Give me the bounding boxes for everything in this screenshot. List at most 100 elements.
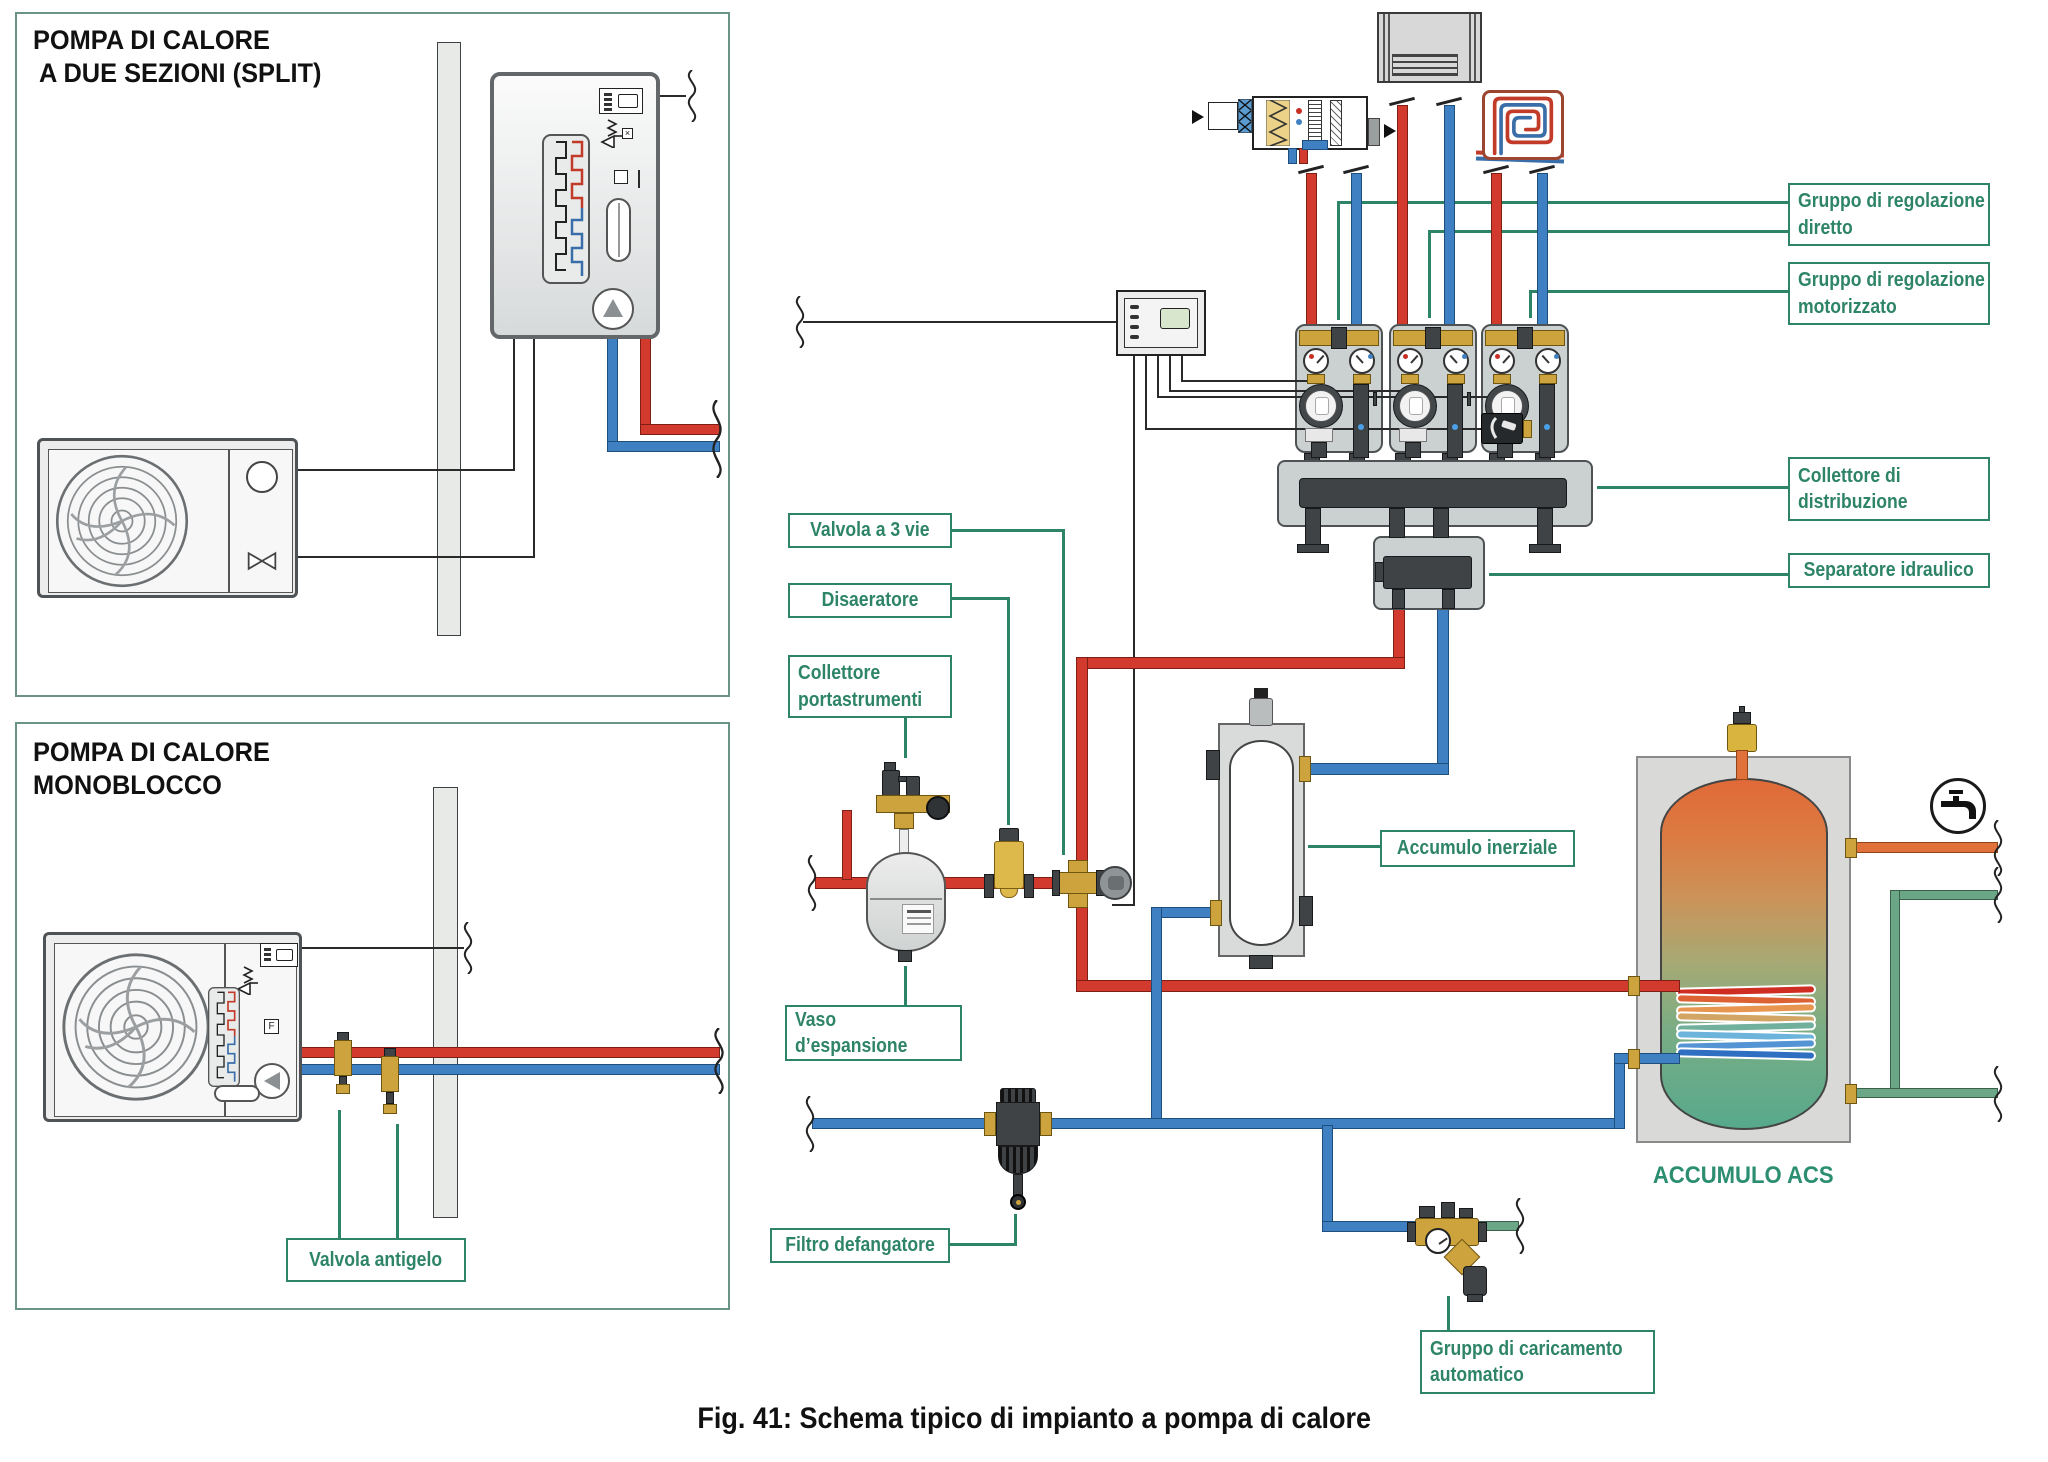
label-text: Collettore di: [1798, 464, 1901, 487]
thermometer-red-icon: [1489, 348, 1515, 374]
ahu-outlet: [1368, 118, 1380, 146]
actuator-fitting: [1523, 420, 1532, 438]
valve-body-h: [1058, 872, 1098, 894]
pipe-split-flow-v: [640, 336, 651, 435]
fancoil-stripe: [1474, 14, 1476, 81]
panel-dots: [604, 93, 612, 96]
tank-fitting: [1628, 976, 1640, 996]
label-text: Gruppo di regolazione: [1798, 190, 1985, 213]
pipe-coil-return-v: [1614, 1053, 1625, 1129]
flow-arrow: [638, 170, 640, 188]
outdoor-unit-split: [37, 438, 298, 598]
air-vent-icon: [1249, 698, 1273, 726]
label-text: Vaso: [795, 1008, 837, 1031]
pipe-monobloc-return: [296, 1064, 720, 1075]
leader-motorizzato-v: [1529, 290, 1532, 318]
tank-fitting: [1299, 756, 1311, 782]
ahu-outlet-arrow: [1384, 124, 1396, 138]
foot: [1467, 1294, 1483, 1302]
radiant-spiral: [1492, 96, 1554, 156]
antifreeze-valve-flow: [334, 1032, 352, 1094]
ahu-filter: [1266, 100, 1290, 146]
pipe-recirc-top: [1893, 890, 1998, 900]
union-nut: [1040, 1112, 1052, 1136]
group-pipe: [1353, 384, 1369, 458]
tank-fitting: [1210, 900, 1222, 926]
pipe-monobloc-flow: [296, 1047, 720, 1058]
label-valvola-antigelo: Valvola antigelo: [286, 1238, 466, 1282]
leader-diretto-1h: [1337, 201, 1788, 204]
pressure-gauge-icon: [1425, 1228, 1451, 1254]
cap: [1419, 1206, 1435, 1218]
label-text: Disaeratore: [821, 589, 919, 612]
break-symbol: [711, 400, 723, 478]
union-nut: [984, 1112, 996, 1136]
label-text: motorizzato: [1798, 295, 1897, 318]
pipe-circuit3-flow: [1491, 173, 1502, 327]
leader-vaso: [904, 966, 907, 1005]
vent-valve-body: [906, 776, 920, 796]
fancoil-grille: [1392, 54, 1458, 76]
leader-disaeratore-v: [1007, 597, 1010, 825]
leader-diretto-1v: [1337, 201, 1340, 320]
manifold-sep-stub: [1389, 508, 1405, 538]
panel-dots: [604, 108, 612, 111]
valve-union: [1517, 327, 1533, 349]
panel-dots: [604, 103, 612, 106]
label-collettore-portastrumenti: Collettore portastrumenti: [788, 655, 952, 718]
ahu-stub-red: [1299, 148, 1308, 164]
label-separatore-idraulico: Separatore idraulico: [1788, 553, 1990, 588]
label-text: portastrumenti: [798, 688, 923, 711]
elbow: [1463, 1266, 1487, 1296]
fancoil-unit-icon: [1377, 12, 1482, 83]
pipe-hp-return: [812, 1118, 1625, 1129]
ahu-dot-red: [1296, 108, 1302, 114]
label-gruppo-motorizzato: Gruppo di regolazione motorizzato: [1788, 262, 1990, 325]
break-symbol: [795, 296, 805, 348]
valve-drain: [383, 1104, 397, 1114]
panel-dots: [264, 948, 271, 951]
pressure-gauge-icon: [926, 796, 950, 820]
pipe-circuit2-return: [1444, 105, 1455, 327]
indoor-unit-split: ×: [490, 72, 660, 339]
union-nut: [1447, 374, 1465, 384]
controller-screen: [1160, 308, 1190, 329]
wire-3way-valve: [1133, 356, 1135, 906]
controller-button: [1130, 325, 1139, 329]
acs-tank-label: ACCUMULO ACS: [1636, 1162, 1851, 1190]
led-dot: [1358, 424, 1364, 430]
expansion-capsule-icon: [606, 198, 631, 262]
pump-face: [1305, 390, 1337, 422]
wire-pump3-v: [1157, 356, 1159, 398]
panel-display: [618, 94, 638, 108]
pipe-sep-return-v: [1437, 605, 1449, 774]
manifold-foot: [1305, 508, 1321, 546]
manifold-foot-flange: [1297, 544, 1329, 553]
indoor-control-panel: [599, 88, 643, 114]
label-text: Filtro defangatore: [785, 1234, 935, 1257]
pump-triangle: [603, 299, 623, 317]
slot: [1467, 392, 1471, 406]
controller: [1116, 290, 1206, 356]
valve-union: [1425, 327, 1441, 349]
pipe-flow-v: [1076, 657, 1088, 878]
caption-text: Fig. 41: Schema tipico di impianto a pom…: [697, 1402, 1372, 1435]
panel-monoblocco-title-line2: MONOBLOCCO: [33, 769, 222, 800]
capsule-line: [618, 203, 620, 257]
leader-caricamento: [1447, 1296, 1450, 1330]
radiant-floor-icon: [1482, 90, 1564, 160]
label-text: diretto: [1798, 216, 1853, 239]
wall-split: [437, 42, 461, 636]
label-text: Valvola antigelo: [309, 1248, 443, 1271]
thermometer-blue-icon: [1535, 348, 1561, 374]
manifold-foot: [1537, 508, 1553, 546]
ahu-dot-blue: [1296, 119, 1302, 125]
union-nut: [1493, 374, 1511, 384]
label-text: Accumulo inerziale: [1397, 837, 1558, 860]
panel-split-title-line1: POMPA DI CALORE: [33, 25, 270, 55]
label-text: Separatore idraulico: [1803, 559, 1975, 582]
pipe-tee-instruments: [842, 810, 852, 880]
leader-valvola3vie-v: [1062, 529, 1065, 855]
coil-inlet-over: [1636, 980, 1680, 992]
union-nut: [1307, 374, 1325, 384]
